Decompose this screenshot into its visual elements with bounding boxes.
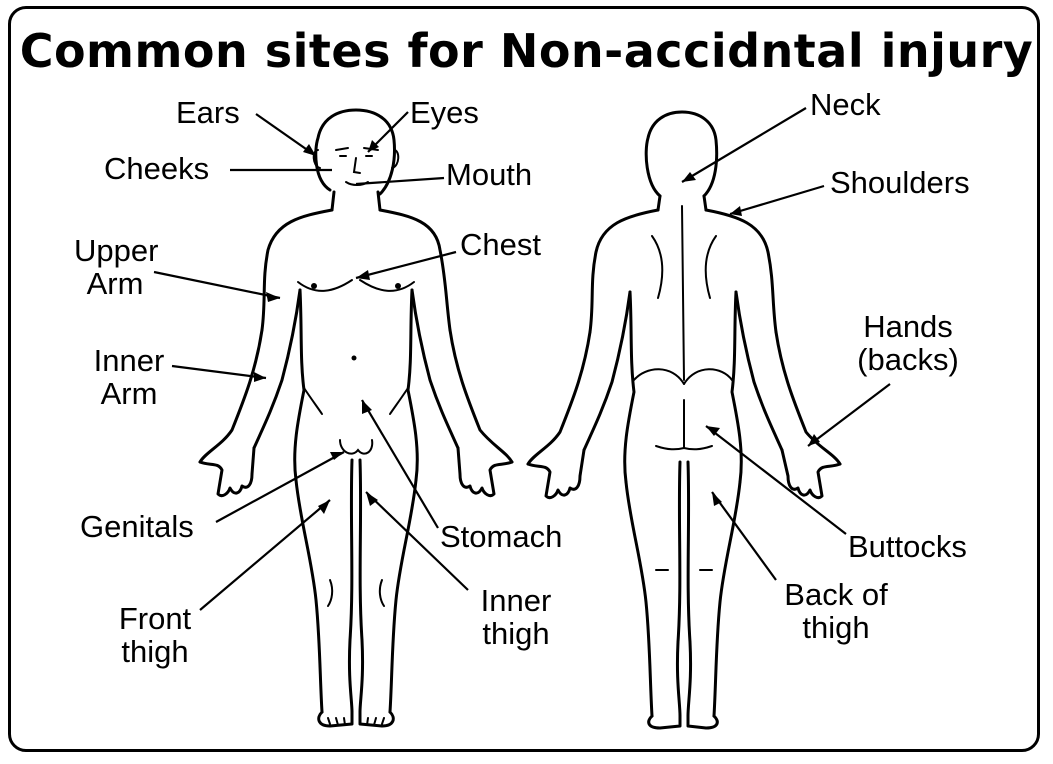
label-ears: Ears [176, 96, 240, 129]
label-upper-arm: Upper Arm [74, 234, 156, 300]
label-eyes: Eyes [410, 96, 479, 129]
label-mouth: Mouth [446, 158, 532, 191]
label-inner-arm: Inner Arm [84, 344, 174, 410]
label-hands-backs: Hands (backs) [846, 310, 970, 376]
front-body-figure [200, 110, 512, 726]
front-leader-lines [154, 112, 468, 610]
label-inner-thigh: Inner thigh [470, 584, 562, 650]
label-front-thigh: Front thigh [110, 602, 200, 668]
label-chest: Chest [460, 228, 541, 261]
label-back-of-thigh: Back of thigh [772, 578, 900, 644]
label-neck: Neck [810, 88, 881, 121]
label-cheeks: Cheeks [104, 152, 209, 185]
label-stomach: Stomach [440, 520, 562, 553]
label-shoulders: Shoulders [830, 166, 970, 199]
label-genitals: Genitals [80, 510, 194, 543]
label-buttocks: Buttocks [848, 530, 967, 563]
